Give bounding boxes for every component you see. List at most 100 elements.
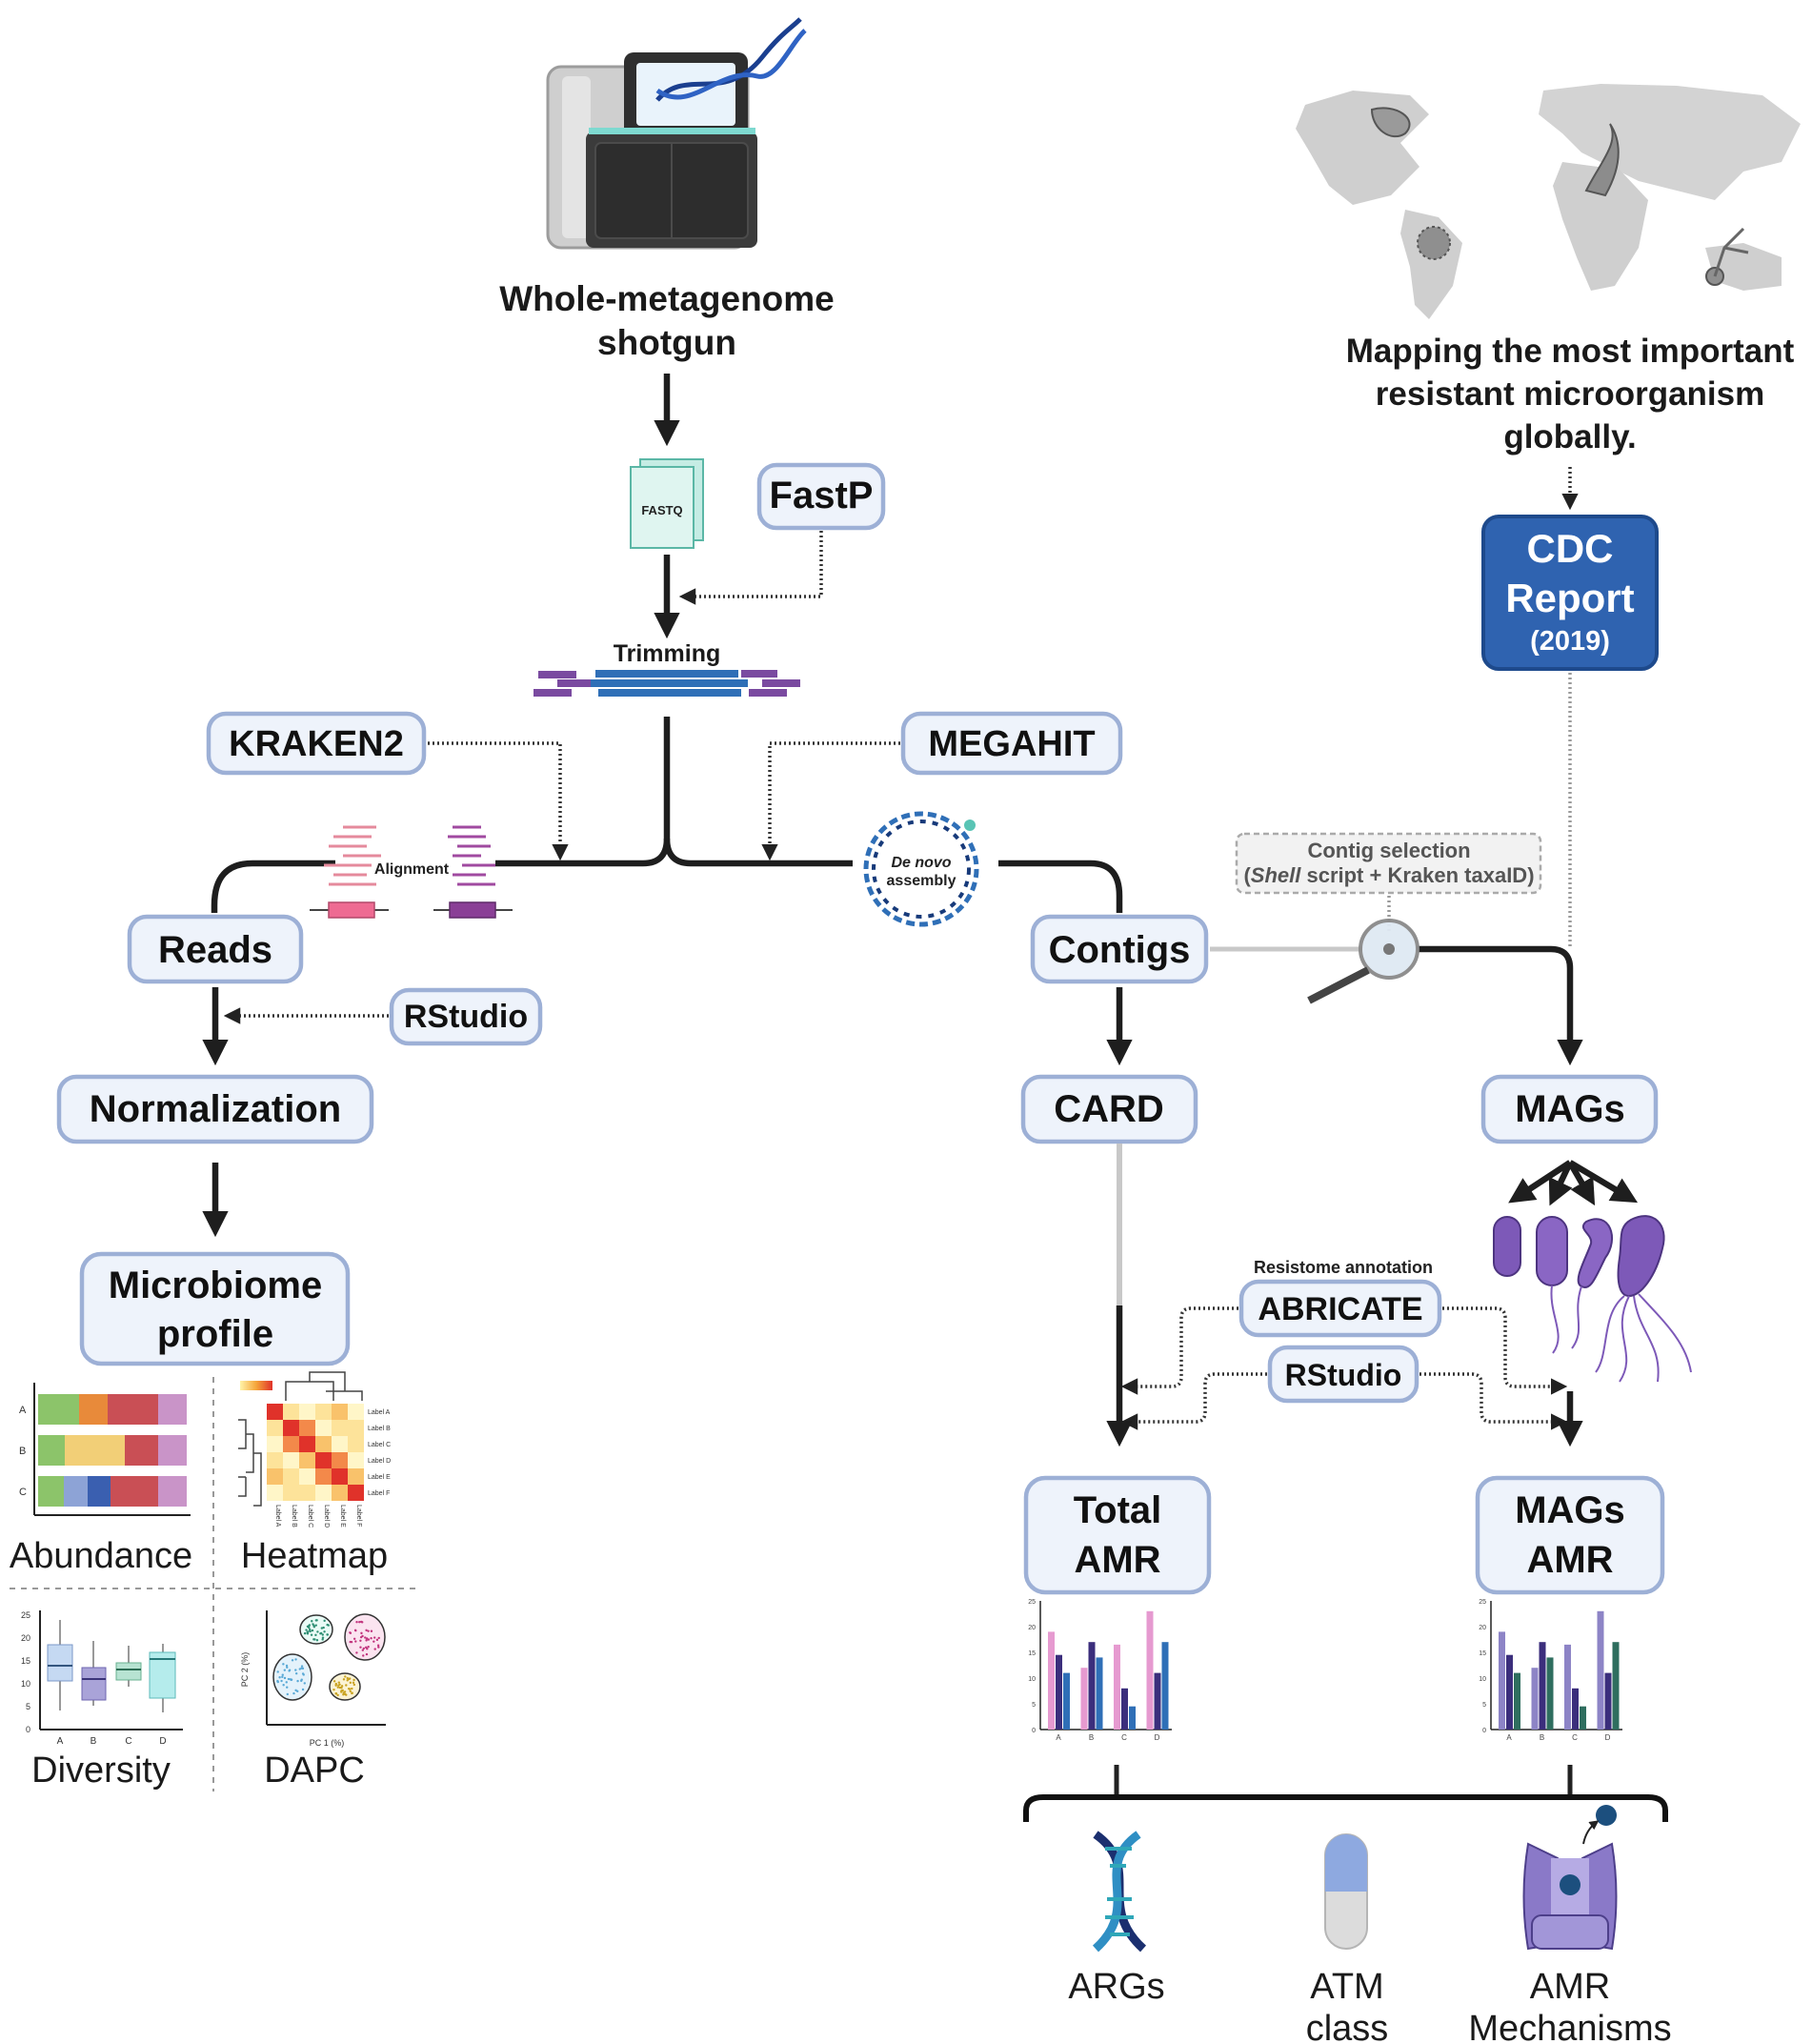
chart-bar xyxy=(1056,1654,1062,1730)
card-box[interactable] xyxy=(1020,1074,1198,1144)
dapc-point xyxy=(319,1632,322,1635)
dapc-point xyxy=(347,1687,351,1690)
chart-bar xyxy=(1154,1672,1161,1730)
chart-bar xyxy=(1506,1654,1513,1730)
dapc-point xyxy=(337,1681,340,1684)
normalization-box[interactable] xyxy=(56,1074,374,1144)
dapc-point xyxy=(359,1635,363,1639)
dapc-point xyxy=(353,1629,357,1632)
chart-tick-label: 5 xyxy=(1032,1702,1036,1709)
output-amr-line1: AMR xyxy=(1530,1967,1610,2007)
chart-bar xyxy=(1499,1631,1505,1730)
heatmap-cell xyxy=(348,1485,364,1501)
rstudio-box[interactable] xyxy=(389,987,543,1046)
total-amr-line1: Total xyxy=(1074,1489,1162,1531)
contigs-box[interactable] xyxy=(1030,914,1209,984)
chart-bar xyxy=(1063,1672,1070,1730)
dapc-point xyxy=(323,1619,326,1623)
diversity-group-label: C xyxy=(125,1736,131,1747)
heatmap-cell xyxy=(267,1452,283,1468)
abricate-box[interactable] xyxy=(1238,1279,1442,1338)
mags-box[interactable] xyxy=(1480,1074,1659,1144)
diversity-tick: 10 xyxy=(21,1679,30,1689)
dapc-point xyxy=(303,1631,307,1635)
dapc-point xyxy=(294,1658,297,1661)
trunk-right xyxy=(663,838,853,867)
heatmap-cell xyxy=(283,1420,299,1436)
cdc-line3: (2019) xyxy=(1530,626,1610,657)
heatmap-cell xyxy=(267,1404,283,1420)
dapc-point xyxy=(286,1666,289,1669)
chart-tick-label: 15 xyxy=(1028,1650,1036,1657)
diversity-tick: 25 xyxy=(21,1610,30,1620)
heatmap-cell xyxy=(348,1420,364,1436)
dapc-point xyxy=(294,1672,298,1675)
dapc-point xyxy=(289,1678,292,1681)
abundance-row-a: A xyxy=(19,1405,27,1416)
heatmap-row-label: Label E xyxy=(368,1474,391,1481)
cdc-report-box[interactable] xyxy=(1481,515,1659,671)
total-amr-box[interactable] xyxy=(1023,1475,1212,1595)
heatmap-cell xyxy=(315,1436,332,1452)
chart-bar xyxy=(1129,1706,1136,1730)
heatmap-cell xyxy=(348,1452,364,1468)
chart-bar xyxy=(1080,1668,1088,1730)
dapc-point xyxy=(345,1684,348,1687)
dapc-point xyxy=(283,1676,287,1680)
heatmap-row-label: Label F xyxy=(368,1490,390,1497)
dapc-point xyxy=(375,1638,379,1642)
rstudio-right-box[interactable] xyxy=(1267,1345,1419,1404)
megahit-box[interactable] xyxy=(900,711,1123,776)
dapc-point xyxy=(292,1691,295,1695)
heatmap-col-label: Label D xyxy=(323,1505,330,1528)
heatmap-cell xyxy=(267,1420,283,1436)
mags-amr-box[interactable] xyxy=(1475,1475,1665,1595)
dapc-point xyxy=(349,1631,352,1634)
dapc-point xyxy=(314,1624,317,1627)
chart-tick-label: 25 xyxy=(1479,1599,1486,1606)
reads-box[interactable] xyxy=(127,914,304,984)
mags-split-arrows xyxy=(1508,1160,1639,1206)
dapc-point xyxy=(301,1672,305,1675)
world-map-icon xyxy=(1296,84,1801,319)
magnifier-icon xyxy=(1307,919,1419,1004)
chart-tick-label: 0 xyxy=(1032,1728,1036,1734)
dapc-point xyxy=(358,1621,361,1624)
dapc-point xyxy=(373,1648,376,1650)
fastp-box[interactable] xyxy=(756,462,886,531)
chart-category-label: B xyxy=(1089,1733,1094,1742)
dapc-point xyxy=(370,1629,373,1632)
dapc-point xyxy=(332,1680,336,1683)
dapc-point xyxy=(349,1681,352,1685)
kraken2-label: KRAKEN2 xyxy=(229,724,404,764)
dapc-panel: PC 2 (%) PC 1 (%) xyxy=(240,1610,386,1748)
heatmap-col-label: Label E xyxy=(339,1505,346,1528)
heatmap-cell xyxy=(348,1404,364,1420)
trimming-label: Trimming xyxy=(614,640,721,667)
fastq-label: FASTQ xyxy=(641,503,682,517)
kraken2-box[interactable] xyxy=(206,711,427,776)
dapc-point xyxy=(314,1619,318,1622)
dapc-point xyxy=(336,1686,340,1689)
dapc-point xyxy=(285,1664,289,1668)
fastp-connector xyxy=(678,531,823,605)
dapc-point xyxy=(361,1649,365,1651)
dapc-point xyxy=(285,1681,288,1684)
dapc-point xyxy=(326,1623,329,1627)
megahit-label: MEGAHIT xyxy=(928,724,1095,764)
reads-label: Reads xyxy=(158,929,272,971)
dapc-point xyxy=(338,1683,341,1687)
microbiome-box[interactable] xyxy=(79,1251,351,1366)
dapc-caption: DAPC xyxy=(264,1751,365,1791)
branch-right xyxy=(998,860,1123,913)
heatmap-col-label: Label A xyxy=(274,1505,281,1528)
dapc-point xyxy=(370,1637,372,1640)
dapc-point xyxy=(276,1670,279,1673)
dapc-point xyxy=(306,1630,310,1633)
dapc-point xyxy=(322,1626,325,1629)
dapc-point xyxy=(376,1644,380,1647)
